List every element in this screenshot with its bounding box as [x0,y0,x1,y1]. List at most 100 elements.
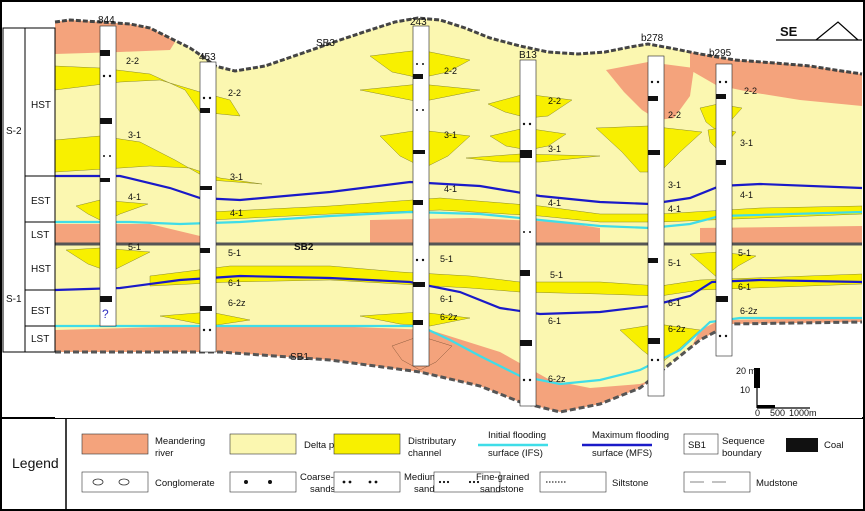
boundary-label-sb2: SB2 [294,242,314,253]
well-grain-dots [102,63,728,382]
svg-text:10: 10 [740,385,750,395]
svg-text:SB1: SB1 [688,440,706,451]
systems-tract-hst-s1: HST [31,264,51,275]
svg-text:5-1: 5-1 [228,248,241,258]
svg-text:2-2: 2-2 [668,110,681,120]
svg-text:3-1: 3-1 [128,130,141,140]
svg-text:river: river [155,448,173,459]
svg-text:sandstone: sandstone [310,484,354,495]
svg-text:4-1: 4-1 [740,190,753,200]
svg-text:6-1: 6-1 [668,298,681,308]
svg-text:5-1: 5-1 [668,258,681,268]
scale-bar: 20 m 10 0 500 1000m [736,366,817,418]
orientation-arrow-icon [815,21,859,41]
svg-text:2-2: 2-2 [444,66,457,76]
svg-text:6-2z: 6-2z [228,298,246,308]
boundary-label-sb1: SB1 [290,352,309,363]
systems-tract-est-s1: EST [31,306,50,317]
svg-text:4-1: 4-1 [668,204,681,214]
svg-text:Coal: Coal [824,440,844,451]
svg-text:3-1: 3-1 [230,172,243,182]
sequence-label-s1: S-1 [6,294,22,305]
meandering-river-lst-s2-east [700,226,862,244]
svg-text:Delta plain: Delta plain [304,440,349,451]
svg-text:4-1: 4-1 [230,208,243,218]
svg-text:Siltstone: Siltstone [612,478,648,489]
meandering-river-lst-s2 [55,224,200,244]
mfs-line-s2 [55,174,863,206]
well-coal-beds [100,50,728,346]
well-column-453 [199,61,217,353]
svg-text:Maximum flooding: Maximum flooding [592,430,669,441]
svg-text:6-2z: 6-2z [740,306,758,316]
svg-text:3-1: 3-1 [668,180,681,190]
svg-text:Meandering: Meandering [155,436,205,447]
svg-text:5-1: 5-1 [738,248,751,258]
svg-text:6-1: 6-1 [228,278,241,288]
svg-text:Mudstone: Mudstone [756,478,798,489]
svg-text:3-1: 3-1 [548,144,561,154]
ifs-line-s2 [55,210,863,230]
svg-text:6-2z: 6-2z [548,374,566,384]
layer-labels: 2-2 2-2 2-2 2-2 2-2 2-2 3-1 3-1 3-1 3-1 … [126,56,758,384]
svg-text:Sequence: Sequence [722,436,765,447]
svg-text:channel: channel [408,448,441,459]
svg-text:Fine-grained: Fine-grained [476,472,529,483]
svg-text:0: 0 [755,408,760,418]
systems-tract-lst-s2: LST [31,230,49,241]
svg-text:surface (MFS): surface (MFS) [592,448,652,459]
svg-text:sandstone: sandstone [480,484,524,495]
svg-text:2-2: 2-2 [548,96,561,106]
svg-text:500: 500 [770,408,785,418]
legend-title: Legend [12,455,59,471]
legend: Legend Meandering river Delta plain Dist… [12,418,844,510]
svg-text:6-1: 6-1 [738,282,751,292]
sequence-column-frame [2,27,56,353]
systems-tract-hst-s2: HST [31,100,51,111]
svg-text:5-1: 5-1 [550,270,563,280]
meandering-river-top-east [690,50,862,106]
well-label-243: 243 [410,17,427,28]
svg-text:5-1: 5-1 [440,254,453,264]
svg-text:4-1: 4-1 [444,184,457,194]
well-label-844: 844 [98,15,115,26]
svg-text:boundary: boundary [722,448,762,459]
svg-text:2-2: 2-2 [228,88,241,98]
well-label-b278: b278 [641,33,664,44]
svg-text:Distributary: Distributary [408,436,456,447]
systems-tract-lst-s1: LST [31,334,49,345]
svg-text:Initial flooding: Initial flooding [488,430,546,441]
svg-text:2-2: 2-2 [744,86,757,96]
svg-text:3-1: 3-1 [740,138,753,148]
svg-text:Coarse-grained: Coarse-grained [300,472,365,483]
svg-text:3-1: 3-1 [444,130,457,140]
svg-text:6-1: 6-1 [440,294,453,304]
svg-text:Conglomerate: Conglomerate [155,478,215,489]
svg-text:1000m: 1000m [789,408,817,418]
svg-text:5-1: 5-1 [128,242,141,252]
sequence-label-s2: S-2 [6,126,22,137]
well-column-b295 [715,63,733,357]
sb1-line [55,320,863,414]
svg-text:6-2z: 6-2z [440,312,458,322]
svg-text:6-1: 6-1 [548,316,561,326]
svg-text:20 m: 20 m [736,366,756,376]
well-column-b278 [647,55,665,397]
top-surface-sb3 [54,16,863,76]
well-label-453: 453 [199,52,216,63]
svg-text:4-1: 4-1 [548,198,561,208]
svg-text:4-1: 4-1 [128,192,141,202]
uncertain-marker: ? [102,307,109,321]
section-body [55,18,862,418]
systems-tract-est-s2: EST [31,196,50,207]
svg-text:surface (IFS): surface (IFS) [488,448,543,459]
well-column-b13 [519,59,537,407]
well-label-b13: B13 [519,50,537,61]
boundary-label-sb3: SB3 [316,38,335,49]
svg-text:2-2: 2-2 [126,56,139,66]
orientation-label: SE [780,24,798,39]
svg-text:6-2z: 6-2z [668,324,686,334]
well-label-b295: b295 [709,48,732,59]
